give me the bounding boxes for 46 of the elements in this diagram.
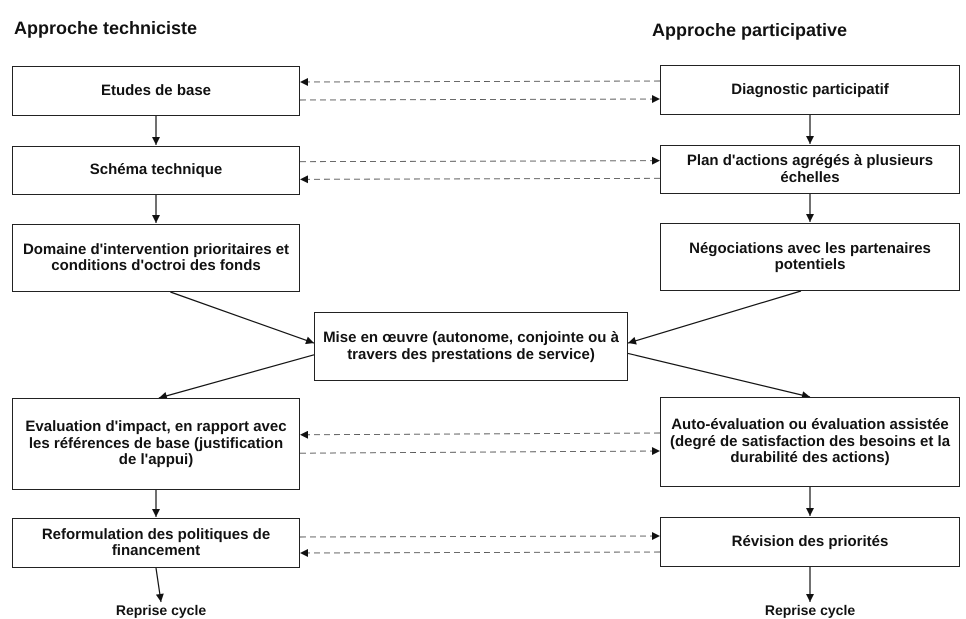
box-label: Auto-évaluation ou évaluation assistée (degré de satisfaction des besoins et la durabilité des actions) [668,417,952,467]
arrow [806,194,814,222]
arrow [152,195,160,223]
column-heading: Approche techniciste [14,18,198,39]
dashed-arrow [300,548,660,557]
arrow [628,290,802,345]
box-label: Plan d'actions agrégés à plusieurs échelles [686,153,934,186]
process-box [660,397,960,487]
process-box [12,518,300,568]
arrow [152,116,160,145]
dashed-arrow [300,95,660,104]
end-label: Reprise cycle [116,603,206,619]
arrow [155,568,164,602]
arrow [152,490,160,517]
process-box [314,312,628,381]
arrow [158,354,314,400]
arrow [806,115,814,144]
dashed-arrow [300,532,660,540]
box-label: Diagnostic participatif [730,82,890,98]
dashed-arrow [300,430,660,439]
process-box [12,398,300,490]
box-label: Négociations avec les partenaires potentiels [688,240,932,274]
box-label: Reformulation des politiques de financement [40,526,272,560]
process-box [660,65,960,115]
arrow [806,487,814,516]
process-box [12,224,300,292]
arrow [806,567,814,602]
process-box [12,66,300,116]
arrow [628,352,810,400]
box-label: Mise en œuvre (autonome, conjointe ou à travers des prestations de service) [322,330,620,363]
box-label: Etudes de base [100,82,212,100]
box-label: Evaluation d'impact, en rapport avec les références de base (justification de l'appui) [24,419,288,469]
dashed-arrow [300,78,660,86]
dashed-arrow [300,156,660,165]
column-heading: Approche participative [652,20,848,41]
end-label: Reprise cycle [764,603,856,619]
box-label: Domaine d'intervention prioritaires et conditions d'octroi des fonds [22,242,290,274]
arrow [170,291,314,344]
process-box [660,223,960,291]
dashed-arrow [300,447,660,456]
process-box [660,145,960,194]
process-box [12,146,300,195]
box-label: Révision des priorités [730,534,890,550]
box-label: Schéma technique [88,162,224,179]
dashed-arrow [300,175,660,184]
process-box [660,517,960,567]
